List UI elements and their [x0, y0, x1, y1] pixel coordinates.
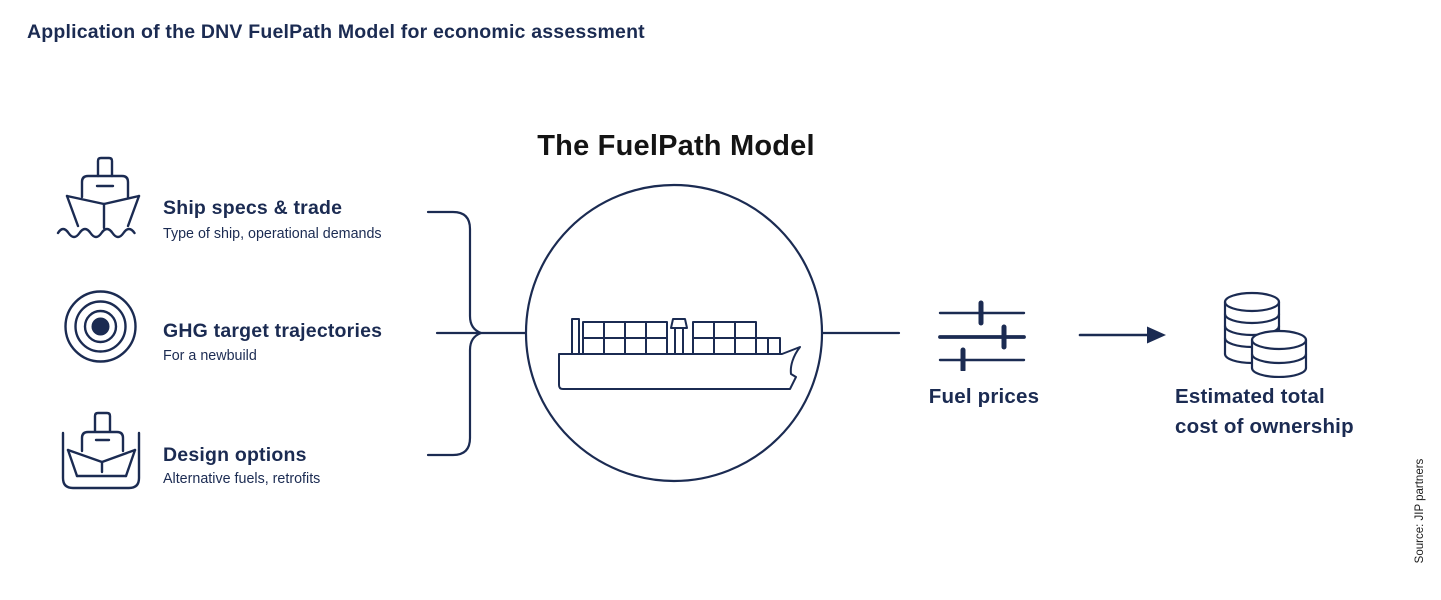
input-sublabel-design-options: Alternative fuels, retrofits: [163, 471, 321, 487]
result-label-line1: Estimated total: [1175, 385, 1325, 408]
model-title: The FuelPath Model: [537, 130, 815, 162]
ship-front-icon: [56, 156, 141, 239]
drydock-ship-icon: [61, 411, 141, 490]
sliders-icon: [938, 300, 1026, 371]
fuel-prices-label: Fuel prices: [928, 385, 1040, 408]
target-icon: [64, 290, 137, 363]
arrow-head: [1147, 326, 1166, 344]
result-label: Estimated total cost of ownership: [1175, 382, 1354, 442]
page-title: Application of the DNV FuelPath Model fo…: [27, 21, 645, 43]
input-label-design-options: Design options: [163, 444, 307, 466]
input-sublabel-ship-specs: Type of ship, operational demands: [163, 226, 382, 242]
coins-icon: [1223, 291, 1308, 378]
container-ship-icon: [558, 318, 801, 390]
input-label-ship-specs: Ship specs & trade: [163, 197, 343, 219]
input-sublabel-ghg-targets: For a newbuild: [163, 348, 257, 364]
source-note: Source: JIP partners: [1414, 458, 1426, 564]
input-label-ghg-targets: GHG target trajectories: [163, 320, 383, 342]
result-label-line2: cost of ownership: [1175, 415, 1354, 438]
